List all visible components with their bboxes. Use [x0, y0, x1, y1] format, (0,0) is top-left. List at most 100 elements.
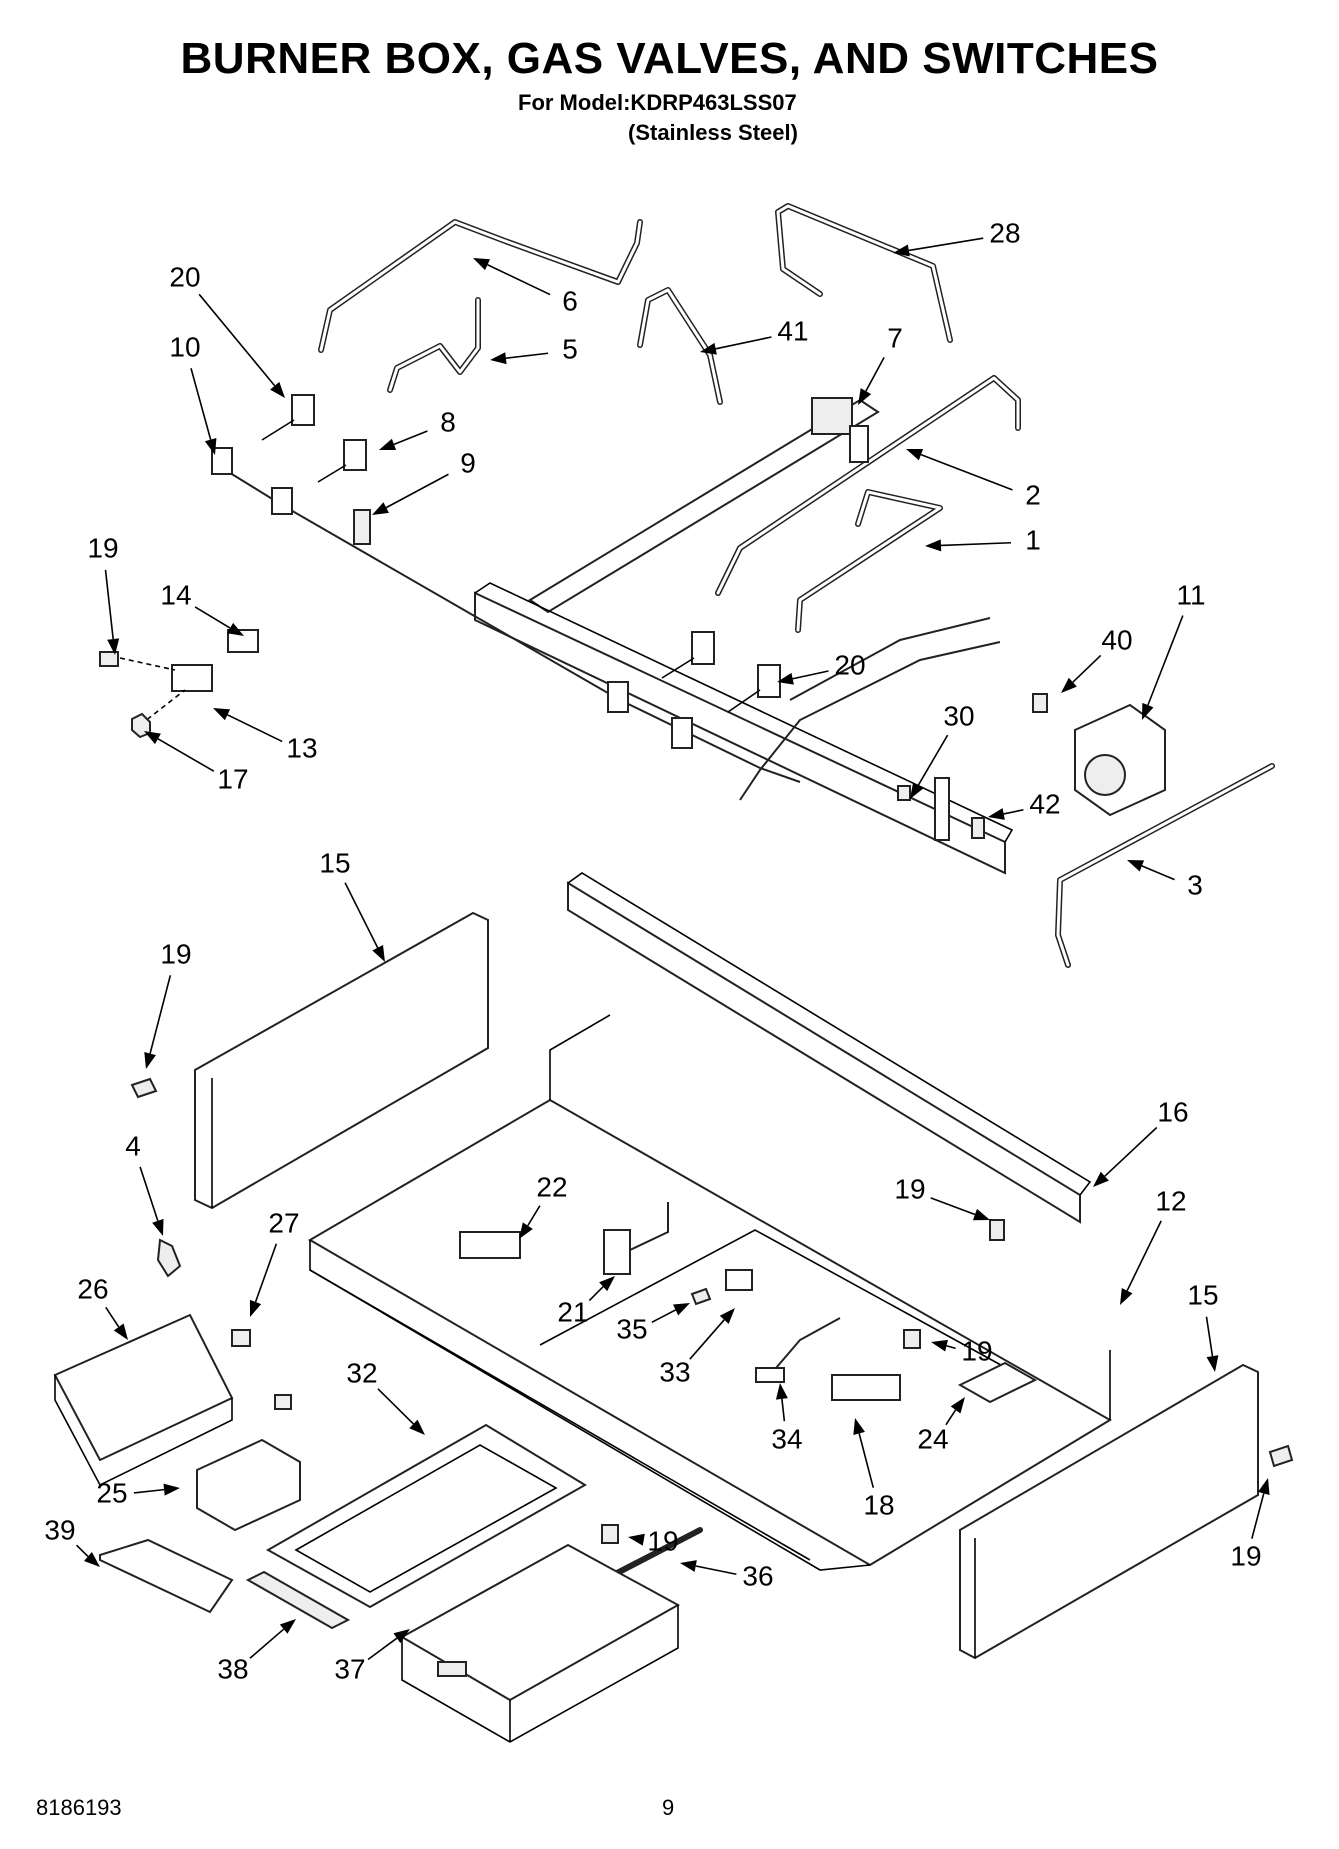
leader-line	[487, 264, 551, 296]
callout-number: 38	[217, 1653, 248, 1684]
bracket-18	[831, 1374, 901, 1401]
leader-arrowhead	[893, 244, 910, 257]
callout-number: 26	[77, 1273, 108, 1304]
leader-arrowhead	[931, 1339, 948, 1352]
callout-number: 9	[460, 447, 476, 478]
callout-number: 11	[1176, 579, 1205, 610]
callout-c19f: 19	[1230, 1478, 1270, 1571]
leader-line	[920, 453, 1013, 491]
leader-line	[105, 1306, 120, 1328]
tube-1	[795, 489, 943, 633]
callout-c3: 3	[1127, 860, 1203, 900]
callout-c33: 33	[659, 1308, 735, 1387]
callout-number: 15	[319, 847, 350, 878]
leader-line	[1003, 809, 1024, 815]
callout-number: 16	[1157, 1096, 1188, 1127]
leader-arrowhead	[950, 1397, 965, 1414]
bracket-13	[171, 664, 213, 692]
callout-c17: 17	[144, 731, 249, 794]
leader-arrowhead	[144, 731, 161, 745]
callout-number: 8	[440, 406, 456, 437]
callout-c18: 18	[853, 1418, 895, 1520]
leader-arrowhead	[972, 1208, 990, 1221]
callout-number: 32	[346, 1357, 377, 1388]
leader-line	[385, 473, 449, 509]
callout-c7: 7	[858, 322, 903, 405]
leader-arrowhead	[906, 449, 924, 461]
callout-c2: 2	[906, 449, 1041, 510]
leader-line	[377, 1388, 414, 1425]
leader-arrowhead	[1257, 1478, 1270, 1496]
callout-number: 21	[557, 1296, 588, 1327]
callout-number: 18	[863, 1489, 894, 1520]
valve-rail	[474, 591, 1006, 875]
callout-number: 4	[125, 1130, 141, 1161]
callout-c30: 30	[910, 700, 975, 799]
leader-line	[344, 882, 379, 949]
leader-line	[945, 1409, 957, 1426]
leader-line	[1126, 1220, 1162, 1292]
leader-line	[75, 1544, 89, 1558]
callout-c16: 16	[1093, 1096, 1189, 1187]
callout-c8: 8	[379, 406, 456, 450]
clip-4	[156, 1238, 182, 1278]
callout-c4: 4	[125, 1130, 164, 1236]
gas-valve-20b	[757, 664, 781, 698]
callout-c40: 40	[1061, 624, 1133, 693]
leader-line	[781, 1398, 786, 1422]
leader-arrowhead	[107, 638, 120, 655]
callout-number: 10	[169, 331, 200, 362]
leader-arrowhead	[372, 945, 385, 962]
screw-27b	[274, 1394, 292, 1410]
leader-line	[908, 237, 984, 252]
leader-line	[198, 293, 276, 387]
leader-arrowhead	[204, 437, 217, 455]
bracket-22	[459, 1231, 521, 1259]
tube-5	[387, 297, 481, 393]
callout-number: 20	[169, 261, 200, 292]
callout-c20b: 20	[777, 649, 866, 685]
callout-number: 34	[771, 1423, 802, 1454]
callout-number: 15	[1187, 1279, 1218, 1310]
leader-arrowhead	[858, 388, 872, 405]
leader-arrowhead	[628, 1533, 645, 1546]
callout-c14: 14	[160, 579, 244, 636]
leader-line	[393, 430, 428, 446]
callout-c27: 27	[249, 1207, 300, 1317]
callout-number: 22	[536, 1171, 567, 1202]
callout-c19c: 19	[894, 1173, 990, 1221]
leader-line	[194, 606, 231, 629]
leader-line	[715, 336, 772, 350]
leader-line	[792, 670, 829, 680]
callout-number: 12	[1155, 1185, 1186, 1216]
leader-arrowhead	[1093, 1171, 1109, 1187]
callout-c12: 12	[1120, 1185, 1187, 1305]
callout-number: 20	[834, 649, 865, 680]
leader-line	[930, 1197, 976, 1216]
leader-line	[865, 357, 885, 392]
leader-line	[1147, 615, 1184, 706]
leader-arrowhead	[213, 708, 231, 721]
leader-line	[367, 1637, 398, 1661]
callout-c35: 35	[616, 1303, 690, 1344]
callout-c24: 24	[917, 1397, 965, 1454]
gas-valve-8	[343, 439, 367, 471]
callout-number: 35	[616, 1313, 647, 1344]
switch-21	[603, 1229, 631, 1275]
leader-arrowhead	[372, 502, 389, 515]
gas-valve-20	[291, 394, 315, 426]
strip-38	[245, 1570, 351, 1630]
leader-arrowhead	[599, 1276, 615, 1292]
leader-arrowhead	[84, 1551, 100, 1567]
leader-line	[1205, 1316, 1214, 1357]
callout-number: 14	[160, 579, 191, 610]
leader-arrowhead	[910, 782, 924, 799]
callout-number: 25	[96, 1477, 127, 1508]
leader-line	[505, 352, 549, 360]
switch-14	[227, 629, 259, 653]
leader-arrowhead	[519, 1222, 533, 1239]
leader-arrowhead	[719, 1308, 735, 1324]
callout-number: 19	[87, 532, 118, 563]
leader-line	[1104, 1126, 1158, 1177]
